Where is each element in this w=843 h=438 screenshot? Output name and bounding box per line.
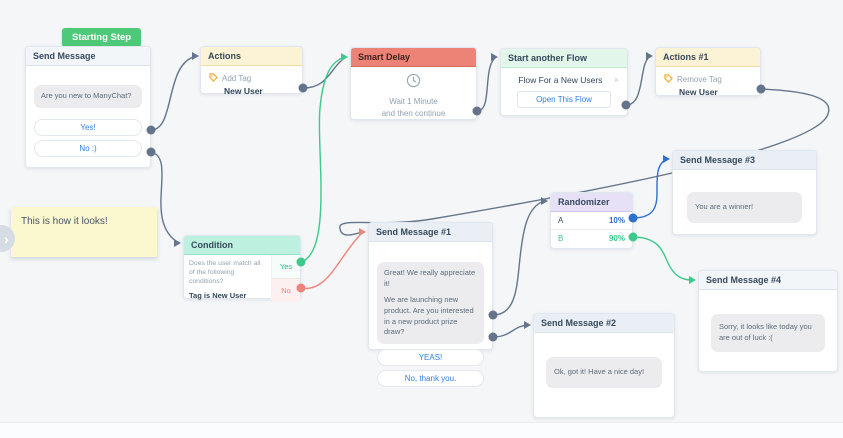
clock-icon: [406, 73, 421, 92]
branch-b-label: B: [558, 234, 564, 243]
chevron-right-icon: ›: [4, 230, 9, 247]
message-bubble: Sorry, it looks like today you are out o…: [711, 314, 825, 352]
connector-randomizer-b-to-sendmessage4: [632, 236, 693, 281]
starting-step-badge: Starting Step: [62, 28, 142, 47]
node-send-message[interactable]: Send Message Are you new to ManyChat? Ye…: [25, 46, 151, 168]
message-line-2: We are launching new product. Are you in…: [384, 294, 474, 337]
delay-continue-text: and then continue: [381, 109, 446, 118]
connector-condition-yes-to-smartdelay: [300, 56, 346, 263]
node-title: Randomizer: [551, 193, 632, 212]
tag-icon: [664, 74, 673, 85]
node-title: Condition: [184, 236, 300, 255]
node-title: Actions: [201, 47, 302, 66]
connector-smartdelay-to-startflow: [476, 56, 497, 112]
condition-yes-output[interactable]: Yes: [272, 255, 300, 278]
connector-yes-to-actions: [150, 55, 198, 131]
connector-startflow-to-actions1: [625, 55, 652, 106]
quick-reply-yes-button[interactable]: Yes!: [34, 118, 142, 136]
quick-reply-yeas-button[interactable]: YEAS!: [377, 349, 484, 367]
node-title: Send Message #3: [673, 151, 816, 170]
node-actions-1[interactable]: Actions #1 Remove Tag New User: [655, 47, 761, 97]
arrow-into-actions1: [646, 52, 653, 60]
node-title: Actions #1: [656, 48, 760, 67]
node-send-message-2[interactable]: Send Message #2 Ok, got it! Have a nice …: [533, 313, 675, 418]
node-send-message-1[interactable]: Send Message #1 Great! We really appreci…: [368, 222, 493, 388]
connector-yeas-to-randomizer: [492, 200, 545, 316]
close-icon[interactable]: ×: [613, 75, 619, 85]
branch-a-percent: 10%: [608, 216, 625, 225]
connector-actions-to-smartdelay: [302, 56, 347, 89]
arrow-into-sendmessage2: [524, 321, 531, 329]
arrow-into-sendmessage4: [689, 276, 696, 284]
randomizer-branch-b[interactable]: B 90%: [551, 229, 632, 247]
action-type-label: Add Tag: [222, 74, 252, 83]
condition-no-output[interactable]: No: [272, 278, 300, 302]
tag-icon: [209, 73, 218, 84]
message-bubble: Ok, got it! Have a nice day!: [546, 357, 662, 388]
randomizer-branch-a[interactable]: A 10%: [551, 212, 632, 229]
node-smart-delay[interactable]: Smart Delay Wait 1 Minute and then conti…: [350, 47, 477, 120]
open-this-flow-button[interactable]: Open This Flow: [517, 91, 611, 108]
quick-reply-nothanks-button[interactable]: No, thank you.: [377, 370, 484, 388]
message-line-1: Great! We really appreciate it!: [384, 268, 476, 288]
node-title: Send Message: [26, 47, 150, 66]
arrow-into-startflow: [491, 53, 498, 61]
connector-condition-no-to-sendmessage1: [300, 233, 362, 289]
branch-a-label: A: [558, 216, 564, 225]
action-tag-value: New User: [224, 86, 263, 96]
arrow-into-sendmessage3: [663, 155, 670, 163]
message-bubble: You are a winner!: [687, 192, 802, 223]
arrow-into-actions: [192, 52, 199, 60]
message-bubble: Are you new to ManyChat?: [34, 85, 142, 108]
node-start-another-flow[interactable]: Start another Flow Flow For a New Users …: [500, 48, 628, 116]
node-actions[interactable]: Actions Add Tag New User: [200, 46, 303, 96]
arrow-into-randomizer: [541, 197, 548, 205]
node-send-message-4[interactable]: Send Message #4 Sorry, it looks like tod…: [698, 270, 838, 372]
quick-reply-no-button[interactable]: No :): [34, 139, 142, 157]
node-title: Send Message #2: [534, 314, 674, 333]
arrow-into-smartdelay: [341, 53, 348, 61]
node-condition[interactable]: Condition Does the user match all of the…: [183, 235, 301, 302]
delay-duration: Wait 1 Minute: [389, 97, 438, 106]
node-send-message-3[interactable]: Send Message #3 You are a winner!: [672, 150, 817, 235]
connector-randomizer-a-to-sendmessage3: [632, 158, 668, 219]
connector-nothanks-to-sendmessage2: [492, 324, 529, 338]
action-tag-value: New User: [679, 87, 718, 97]
node-title: Send Message #1: [369, 223, 492, 242]
arrow-into-condition: [174, 239, 181, 247]
condition-rule: Tag is New User: [189, 290, 247, 300]
flow-name: Flow For a New Users: [518, 75, 603, 85]
branch-b-percent: 90%: [608, 234, 625, 243]
canvas-bottom-edge: [0, 422, 843, 438]
sticky-note[interactable]: This is how it looks!: [11, 207, 157, 257]
node-randomizer[interactable]: Randomizer A 10% B 90%: [550, 192, 633, 249]
sidebar-expand-button[interactable]: ›: [0, 225, 15, 252]
node-title: Smart Delay: [351, 48, 476, 67]
action-type-label: Remove Tag: [677, 75, 722, 84]
node-title: Send Message #4: [699, 271, 837, 290]
node-title: Start another Flow: [501, 49, 627, 68]
arrow-into-sendmessage1: [359, 228, 366, 236]
condition-question: Does the user match all of the following…: [189, 260, 261, 286]
